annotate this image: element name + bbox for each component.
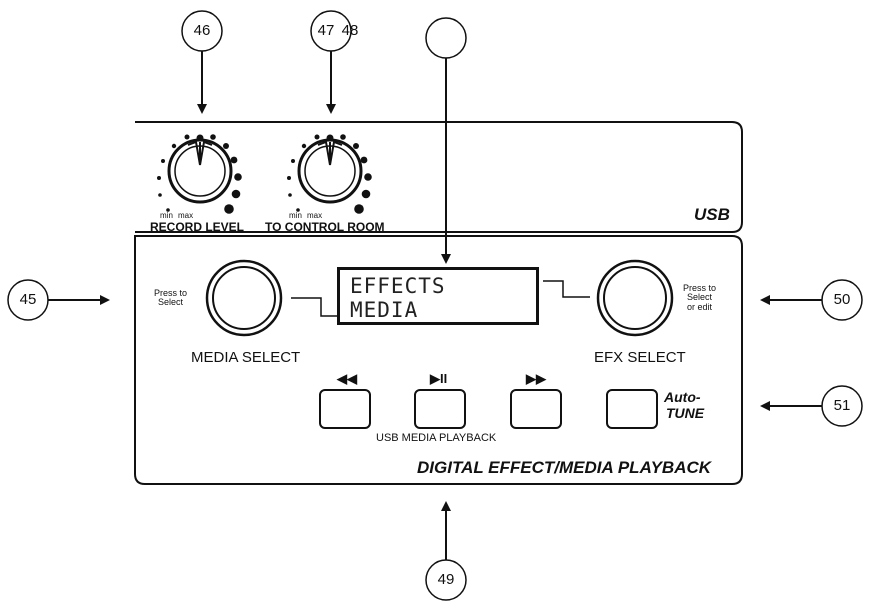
fast-forward-button[interactable] [510,389,562,429]
effects-panel-outline [134,235,743,485]
usb-section-title: USB [694,205,730,224]
play-pause-icon: ▶II [430,371,448,386]
media-select-hint: Press to Select [154,288,188,308]
callout-49: 49 [437,571,455,588]
record-level-max-label: max [178,211,194,220]
leader-arrows [48,51,822,560]
control-room-knob[interactable] [297,134,363,204]
rewind-icon: ◀◀ [337,371,357,386]
callout-circles [7,10,863,601]
media-connector-line [291,297,337,317]
record-level-scale-dots [157,134,242,214]
lcd-display: EFFECTS MEDIA [337,267,539,325]
record-level-min-label: min [160,211,173,220]
media-select-encoder[interactable] [205,259,283,337]
efx-select-encoder[interactable] [596,259,674,337]
usb-media-playback-label: USB MEDIA PLAYBACK [376,432,497,444]
control-room-scale-dots [287,134,372,214]
autotune-label: Auto- TUNE [664,389,705,422]
callout-46: 46 [193,22,211,39]
effects-section-title: DIGITAL EFFECT/MEDIA PLAYBACK [417,458,712,477]
callout-48: 48 [341,22,359,39]
media-select-label: MEDIA SELECT [191,349,301,366]
lcd-line-2: MEDIA [350,298,419,322]
record-level-label: RECORD LEVEL [150,220,245,234]
callout-50: 50 [833,291,851,308]
efx-select-hint: Press to Select or edit [683,283,717,312]
autotune-button[interactable] [606,389,658,429]
efx-select-label: EFX SELECT [594,349,686,366]
control-room-label: TO CONTROL ROOM [265,220,385,234]
callout-45: 45 [19,291,37,308]
efx-connector-line [543,280,590,298]
control-room-max-label: max [307,211,323,220]
fast-forward-icon: ▶▶ [526,371,546,386]
play-pause-button[interactable] [414,389,466,429]
lcd-line-1: EFFECTS [350,274,446,298]
callout-47: 47 [317,22,335,39]
rewind-button[interactable] [319,389,371,429]
control-room-min-label: min [289,211,302,220]
record-level-knob[interactable] [167,134,233,204]
usb-panel-outline [135,121,743,233]
callout-51: 51 [833,397,851,414]
